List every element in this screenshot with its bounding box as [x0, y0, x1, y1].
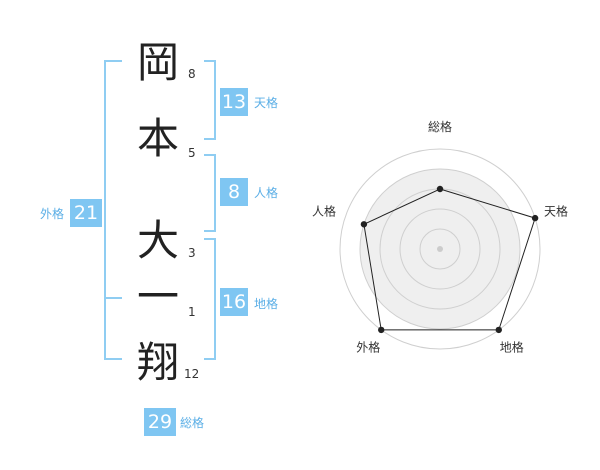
radar-point-4 — [378, 326, 385, 334]
stroke-count-1: 8 — [188, 67, 196, 81]
radar-axis-label-3: 地格 — [500, 340, 524, 355]
radar-axis-label-4: 外格 — [356, 340, 380, 355]
soukaku-badge: 29 — [144, 408, 176, 436]
chikaku-bracket — [204, 238, 216, 360]
name-char-4: 一 — [136, 272, 179, 321]
name-char-1: 岡 — [136, 38, 179, 87]
radar-ring-2 — [399, 208, 481, 290]
jinkaku-badge: 8 — [220, 178, 248, 206]
radar-axis-label-2: 天格 — [544, 203, 568, 218]
radar-ring-4 — [359, 168, 521, 330]
radar-axis-label-5: 人格 — [312, 203, 336, 218]
soukaku-label: 総格 — [180, 416, 205, 430]
name-char-2: 本 — [136, 114, 179, 163]
stroke-count-4: 1 — [188, 305, 196, 319]
stroke-count-5: 12 — [184, 367, 200, 381]
jinkaku-label: 人格 — [254, 186, 279, 200]
radar-ring-1 — [419, 228, 461, 270]
radar-point-3 — [495, 326, 502, 334]
radar-series-polygon — [363, 188, 536, 331]
name-char-3: 大 — [136, 216, 179, 265]
radar-point-2 — [531, 214, 539, 222]
radar-point-5 — [360, 221, 368, 228]
radar-point-1 — [436, 185, 444, 193]
gaikaku-badge: 21 — [70, 199, 102, 227]
tenkaku-badge: 13 — [220, 88, 248, 116]
chikaku-label: 地格 — [254, 297, 279, 311]
radar-center-dot — [437, 246, 443, 252]
gaikaku-bracket — [104, 60, 122, 360]
radar-axis-label-1: 総格 — [428, 119, 452, 134]
tenkaku-bracket — [204, 60, 216, 140]
name-char-5: 翔 — [136, 338, 179, 387]
gaikaku-label: 外格 — [40, 207, 65, 221]
tenkaku-label: 天格 — [254, 96, 279, 110]
chikaku-badge: 16 — [220, 288, 248, 316]
jinkaku-bracket — [204, 154, 216, 232]
stroke-count-2: 5 — [188, 146, 196, 160]
gaikaku-divider — [104, 297, 122, 299]
stroke-count-3: 3 — [188, 246, 196, 260]
